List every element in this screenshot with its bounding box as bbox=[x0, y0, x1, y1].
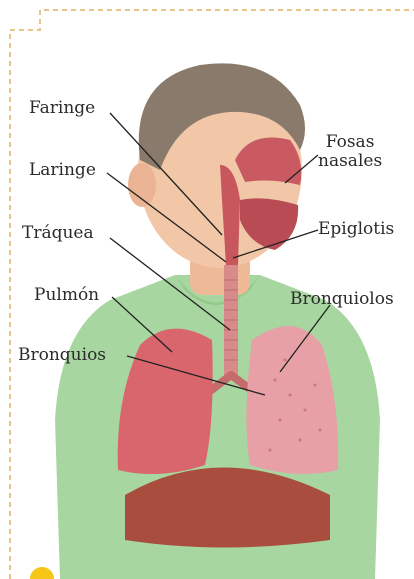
label-fosas-nasales: Fosas nasales bbox=[318, 133, 382, 170]
label-bronquiolos: Bronquiolos bbox=[290, 290, 394, 309]
ear bbox=[128, 163, 156, 207]
label-traquea: Tráquea bbox=[22, 224, 94, 243]
label-laringe: Laringe bbox=[29, 161, 96, 180]
marker-dot bbox=[30, 567, 54, 579]
label-bronquios: Bronquios bbox=[18, 346, 106, 365]
label-pulmon: Pulmón bbox=[34, 286, 99, 305]
label-epiglotis: Epiglotis bbox=[318, 220, 394, 239]
label-faringe: Faringe bbox=[29, 99, 95, 118]
